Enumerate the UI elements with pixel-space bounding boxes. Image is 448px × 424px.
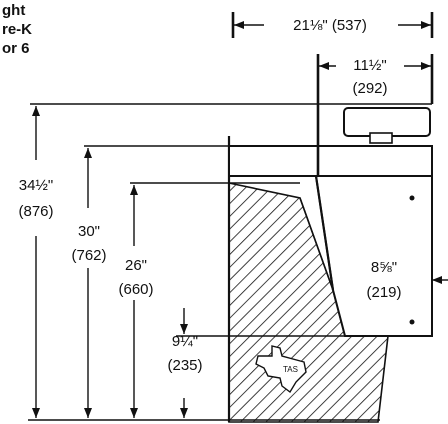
spout-reach-label-mm: (292) [352, 80, 387, 97]
toe-arrow-bottom [180, 408, 188, 418]
fountain-deck [228, 145, 433, 177]
cabinet-screw-top [409, 195, 415, 201]
rim-height-arrow-top [32, 106, 40, 116]
title-block: ght re-K or 6 [2, 2, 32, 57]
knee-label-in: 26" [125, 257, 147, 274]
toe-label-mm: (235) [167, 357, 202, 374]
underside-label-mm: (762) [71, 247, 106, 264]
dimension-labels: 21⅛" (537) 11½" (292) 34½" (876) 30" (76… [18, 17, 401, 374]
knee-arrow-top [130, 185, 138, 195]
title-line-1: ght [2, 2, 25, 19]
underside-label-in: 30" [78, 223, 100, 240]
title-line-3: or 6 [2, 40, 30, 57]
rim-height-label-in: 34½" [19, 177, 54, 194]
toe-label-in: 9¼" [172, 333, 198, 350]
spout-housing [343, 107, 431, 137]
seal-label: TAS [283, 365, 298, 374]
rim-height-arrow-bottom [32, 408, 40, 418]
overall-width-arrow-left [234, 21, 244, 29]
depth-label-in: 8⅝" [371, 259, 397, 276]
rim-height-label-mm: (876) [18, 203, 53, 220]
depth-arrow [432, 276, 442, 284]
texas-seal [255, 345, 307, 394]
spout-reach-arrow-right [421, 62, 431, 70]
spout-reach-arrow-left [319, 62, 329, 70]
spout-reach-label-in: 11½" [353, 57, 386, 74]
spout-nozzle [369, 132, 393, 144]
dimension-lines [28, 12, 448, 421]
toe-arrow-top [180, 324, 188, 334]
drinking-fountain-fixture: TAS [227, 107, 433, 423]
underside-arrow-top [84, 148, 92, 158]
overall-width-label: 21⅛" (537) [293, 17, 367, 34]
knee-clearance-line [299, 197, 334, 291]
knee-arrow-bottom [130, 408, 138, 418]
knee-label-mm: (660) [118, 281, 153, 298]
cabinet-screw-bottom [409, 319, 415, 325]
underside-arrow-bottom [84, 408, 92, 418]
title-line-2: re-K [2, 21, 32, 38]
cabinet-front-edge [314, 175, 335, 291]
overall-width-arrow-right [421, 21, 431, 29]
depth-label-mm: (219) [366, 284, 401, 301]
